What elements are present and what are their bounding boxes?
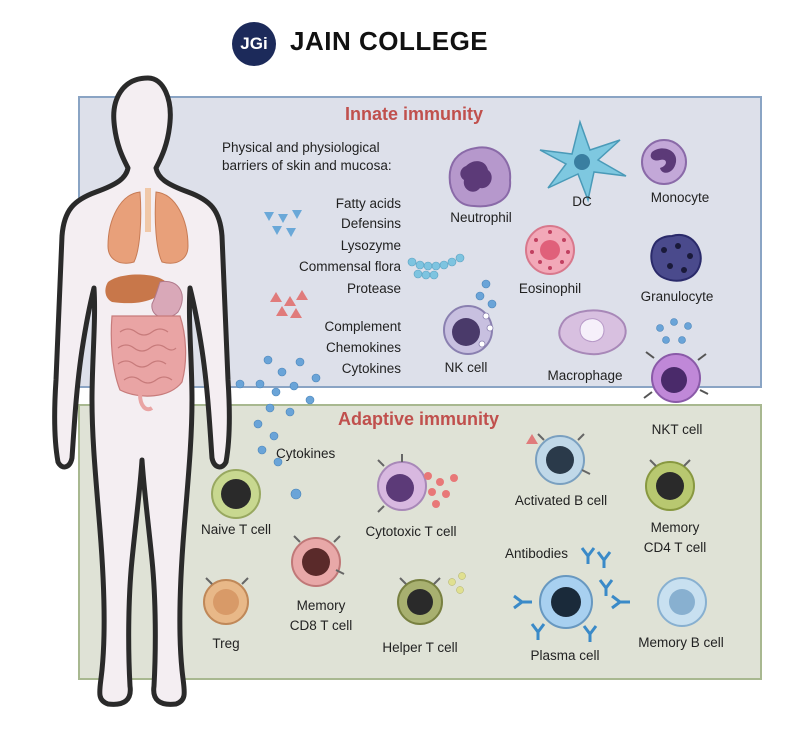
memory-cd4-label-line2: CD4 T cell bbox=[643, 540, 707, 555]
molecule-complement: Complement bbox=[324, 319, 401, 334]
granulocyte-cell-icon bbox=[650, 233, 702, 282]
jgi-logo: JGi bbox=[232, 22, 276, 66]
monocyte-cell-icon bbox=[641, 139, 687, 185]
barriers-label-line2: barriers of skin and mucosa: bbox=[222, 158, 392, 173]
page-title: JAIN COLLEGE bbox=[290, 26, 489, 56]
eosinophil-label: Eosinophil bbox=[518, 281, 582, 296]
treg-label: Treg bbox=[212, 636, 240, 651]
memory-cd8-label-line2: CD8 T cell bbox=[289, 618, 353, 633]
lungs-organ bbox=[107, 188, 189, 264]
defensin-triangles-icon bbox=[264, 210, 302, 237]
helper-t-cell-icon bbox=[397, 572, 466, 625]
eosinophil-cell-icon bbox=[525, 225, 575, 275]
plasma-cell-icon bbox=[539, 575, 593, 629]
antibodies-label: Antibodies bbox=[505, 546, 569, 561]
activated-b-cell-icon bbox=[526, 433, 591, 485]
memory-b-cell-label: Memory B cell bbox=[638, 635, 724, 650]
protease-triangles-icon bbox=[270, 290, 308, 318]
molecule-protease: Protease bbox=[346, 281, 401, 296]
memory-cd4-label-line1: Memory bbox=[650, 520, 700, 535]
cytotoxic-t-cell-label: Cytotoxic T cell bbox=[365, 524, 457, 539]
memory-cd8-t-cell-icon bbox=[291, 535, 345, 587]
dendritic-cell-icon bbox=[539, 119, 627, 203]
logo-text: JGi bbox=[240, 34, 268, 53]
treg-cell-icon bbox=[203, 577, 249, 625]
macrophage-label: Macrophage bbox=[547, 368, 623, 383]
molecule-defensins: Defensins bbox=[340, 216, 401, 231]
activated-b-cell-label: Activated B cell bbox=[514, 493, 608, 508]
adaptive-cytokines-label: Cytokines bbox=[276, 446, 336, 461]
antibody-icons bbox=[513, 547, 630, 642]
plasma-cell-label: Plasma cell bbox=[530, 648, 600, 663]
memory-b-cell-icon bbox=[657, 577, 707, 627]
memory-cd8-label-line1: Memory bbox=[296, 598, 346, 613]
cytokine-dots-icon bbox=[235, 279, 692, 500]
human-body-figure bbox=[52, 75, 232, 707]
cytotoxic-t-cell-icon bbox=[377, 454, 458, 513]
macrophage-cell-icon bbox=[558, 309, 627, 356]
molecule-chemokines: Chemokines bbox=[325, 340, 401, 355]
memory-cd4-t-cell-icon bbox=[645, 459, 695, 511]
molecule-fatty-acids: Fatty acids bbox=[335, 196, 401, 211]
nkt-cell-icon bbox=[643, 351, 709, 403]
liver-organ bbox=[105, 274, 166, 304]
monocyte-label: Monocyte bbox=[650, 190, 710, 205]
naive-t-cell-label: Naive T cell bbox=[200, 522, 272, 537]
barriers-label-line1: Physical and physiological bbox=[222, 140, 380, 155]
nk-cell-icon bbox=[443, 305, 494, 355]
naive-t-cell-icon bbox=[211, 469, 261, 519]
adaptive-title: Adaptive immunity bbox=[338, 409, 500, 429]
intestines-organ bbox=[110, 315, 187, 412]
granulocyte-label: Granulocyte bbox=[640, 289, 714, 304]
molecule-cytokines: Cytokines bbox=[341, 361, 401, 376]
innate-title: Innate immunity bbox=[345, 104, 484, 124]
neutrophil-cell-icon bbox=[448, 146, 512, 208]
helper-t-cell-label: Helper T cell bbox=[382, 640, 458, 655]
dc-label: DC bbox=[572, 194, 592, 209]
molecule-commensal-flora: Commensal flora bbox=[298, 259, 401, 274]
nkt-cell-label: NKT cell bbox=[651, 422, 703, 437]
nk-cell-label: NK cell bbox=[444, 360, 488, 375]
commensal-flora-chain-icon bbox=[407, 253, 465, 280]
neutrophil-label: Neutrophil bbox=[450, 210, 512, 225]
molecule-lysozyme: Lysozyme bbox=[340, 238, 401, 253]
